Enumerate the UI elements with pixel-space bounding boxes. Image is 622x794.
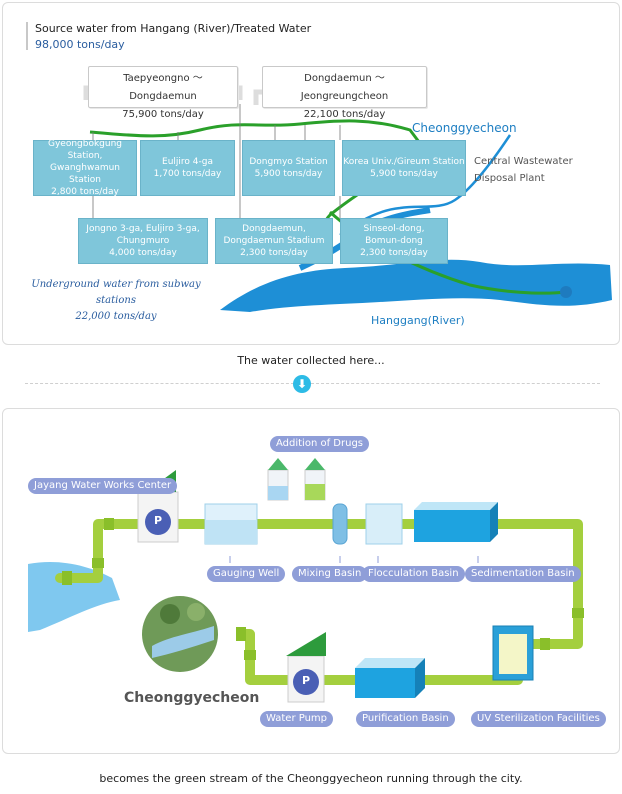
green-stream <box>89 119 424 147</box>
tag-water-pump: Water Pump <box>260 711 334 727</box>
process-graphic <box>28 458 584 703</box>
drug-tank-1-cap <box>268 458 288 470</box>
station-amount: 5,900 tons/day <box>254 169 323 179</box>
station-line: Bomun-dong <box>365 236 423 246</box>
station-line: Dongdaemun Stadium <box>223 236 325 246</box>
segment-amount: 22,100 tons/day <box>303 109 386 120</box>
sedimentation-top <box>414 502 498 510</box>
underground-water-label: Underground water from subway stations 2… <box>16 277 216 325</box>
tag-connectors <box>229 556 479 563</box>
source-marker-bar <box>26 22 28 50</box>
river-inlet <box>28 561 120 632</box>
station-line: Gwanghwamun Station <box>49 163 121 185</box>
segment-box-dongdaemun: Dongdaemun ～ Jeongreungcheon 22,100 tons… <box>262 66 427 120</box>
station-box-sinseol: Sinseol-dong, Bomun-dong 2,300 tons/day <box>340 218 448 264</box>
underground-line: Underground water from subway stations <box>31 279 201 306</box>
uv-panel <box>499 634 527 674</box>
pump-symbol-top: P <box>153 514 163 527</box>
drug-tank-2-cap <box>305 458 325 470</box>
station-box-gyeongbokgung: Gyeongbokgung Station, Gwanghwamun Stati… <box>33 139 137 197</box>
pump-icon-bottom <box>293 669 319 695</box>
source-amount: 98,000 tons/day <box>35 38 125 51</box>
underground-amount: 22,000 tons/day <box>75 311 157 322</box>
segment-name: Dongdaemun ～ Jeongreungcheon <box>300 73 389 102</box>
station-line: Korea Univ./Gireum Station <box>343 157 465 167</box>
station-amount: 4,000 tons/day <box>109 248 177 258</box>
segment-amount: 75,900 tons/day <box>122 109 204 120</box>
station-line: Euljiro 4-ga <box>162 157 213 167</box>
dashed-divider <box>25 383 600 384</box>
station-amount: 2,300 tons/day <box>360 248 428 258</box>
purification-top <box>355 658 425 668</box>
station-amount: 5,900 tons/day <box>370 169 438 179</box>
cheonggyecheon-photo-label: Cheonggyecheon <box>124 690 260 706</box>
tag-works-center: Jayang Water Works Center <box>28 478 178 494</box>
tag-addition-of-drugs: Addition of Drugs <box>270 436 369 452</box>
station-line: Dongmyo Station <box>249 157 328 167</box>
arrow-down-icon: ⬇ <box>293 375 311 393</box>
station-line: Chungmuro <box>116 236 170 246</box>
pump-icon-top <box>145 509 171 535</box>
station-line: Gyeongbokgung Station, <box>47 139 123 161</box>
purification-basin-tank <box>355 668 415 698</box>
flocculation-basin-tank <box>365 503 403 545</box>
hangang-river <box>220 259 612 312</box>
source-title: Source water from Hangang (River)/Treate… <box>35 22 312 35</box>
station-line: Jongno 3-ga, Euljiro 3-ga, <box>86 224 200 234</box>
station-line: Sinseol-dong, <box>363 224 425 234</box>
tag-gauging-well: Gauging Well <box>207 566 286 582</box>
pump-symbol-bottom: P <box>301 674 311 687</box>
tag-uv-sterilization: UV Sterilization Facilities <box>471 711 606 727</box>
tag-flocculation-basin: Flocculation Basin <box>362 566 465 582</box>
station-amount: 2,800 tons/day <box>51 187 119 197</box>
cheonggyecheon-tributary <box>339 134 512 237</box>
station-box-korea-univ: Korea Univ./Gireum Station 5,900 tons/da… <box>342 140 466 196</box>
segment-box-taepyeongno: Taepyeongno ～ Dongdaemun 75,900 tons/day <box>88 66 238 120</box>
middle-caption: The water collected here... <box>237 354 385 367</box>
station-amount: 1,700 tons/day <box>153 169 222 179</box>
sedimentation-basin-tank <box>414 510 490 542</box>
tag-mixing-basin: Mixing Basin <box>292 566 368 582</box>
segment-name: Taepyeongno ～ Dongdaemun <box>123 73 203 102</box>
station-box-jongno: Jongno 3-ga, Euljiro 3-ga, Chungmuro 4,0… <box>78 218 208 264</box>
central-plant-label-1: Central Wastewater <box>474 156 573 167</box>
gauging-well-water <box>205 520 257 544</box>
tag-purification-basin: Purification Basin <box>356 711 455 727</box>
pipe-right-a <box>253 89 264 105</box>
cheonggyecheon-label: Cheonggyecheon <box>412 121 517 135</box>
mixing-basin-tank <box>332 503 348 545</box>
disposal-plant-point <box>560 286 572 298</box>
station-box-dongmyo: Dongmyo Station 5,900 tons/day <box>242 140 335 196</box>
tag-sedimentation-basin: Sedimentation Basin <box>465 566 581 582</box>
station-connectors <box>92 104 341 218</box>
hanggang-label: Hanggang(River) <box>371 314 465 327</box>
bottom-caption: becomes the green stream of the Cheonggy… <box>99 772 523 785</box>
station-box-dongdaemun: Dongdaemun, Dongdaemun Stadium 2,300 ton… <box>215 218 333 264</box>
water-pump-roof-icon <box>286 632 326 656</box>
station-line: Dongdaemun, <box>242 224 306 234</box>
station-amount: 2,300 tons/day <box>240 248 308 258</box>
central-plant-label-2: Disposal Plant <box>474 173 545 184</box>
station-box-euljiro4ga: Euljiro 4-ga 1,700 tons/day <box>140 140 235 196</box>
